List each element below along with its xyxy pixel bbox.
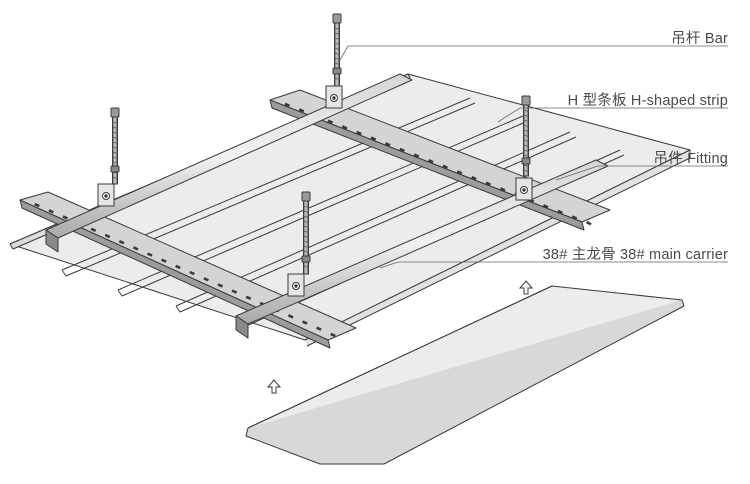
perforation-slot [571,215,578,220]
perforation-slot [542,204,549,209]
fitting-clip [325,85,343,109]
perforation-slot [231,289,238,294]
perforation-slot [217,283,224,288]
perforation-slot [189,270,195,276]
fitting-clip [515,177,533,201]
hanging-rods [110,13,531,275]
perforation-slot [62,215,69,220]
perforation-slot [428,158,434,164]
label-bar: 吊杆 Bar [671,31,728,47]
perforation-slot [485,181,492,186]
perforation-slot [118,239,125,245]
perforation-slot [384,142,391,147]
perforation-slot [298,108,305,113]
perforation-slot [456,170,463,175]
perforation-slot [442,164,448,170]
detached-strip [245,285,685,465]
perforation-slot [316,326,322,331]
perforation-slot [104,233,111,239]
perforation-slot [284,102,290,108]
fitting-clip [97,183,115,207]
perforation-slot [327,119,334,124]
hanging-rod [521,95,531,177]
leader-lines [339,45,728,269]
fittings [97,85,533,297]
perforation-slot [132,246,139,251]
perforation-slot [356,130,362,136]
perforation-slot [245,295,252,301]
perforation-slot [413,153,420,158]
perforation-slot [370,136,377,141]
hanging-rod [332,13,342,87]
perforation-slot [287,314,294,319]
perforation-slot [203,277,209,282]
perforation-slot [586,220,592,226]
perforation-slot [499,187,506,192]
perforation-slot [330,332,336,338]
label-h-shaped-strip: H 型条板 H-shaped strip [567,93,728,109]
perforation-slot [301,320,308,325]
label-main-carrier: 38# 主龙骨 38# main carrier [542,247,728,263]
label-fitting: 吊件 Fitting [653,151,728,167]
perforation-slot [341,125,348,130]
hanging-rod [301,191,311,275]
perforation-slot [399,147,405,153]
perforation-slot [175,264,181,270]
assembly-arrows [266,280,534,394]
perforation-slot [471,175,477,181]
hanging-rod [110,107,120,185]
perforation-slot [90,227,97,233]
perforation-slot [557,209,563,215]
fitting-clip [287,273,305,297]
perforation-slot [161,258,167,263]
perforation-slot [48,209,54,214]
perforation-slot [146,252,153,257]
perforation-slot [34,202,40,208]
